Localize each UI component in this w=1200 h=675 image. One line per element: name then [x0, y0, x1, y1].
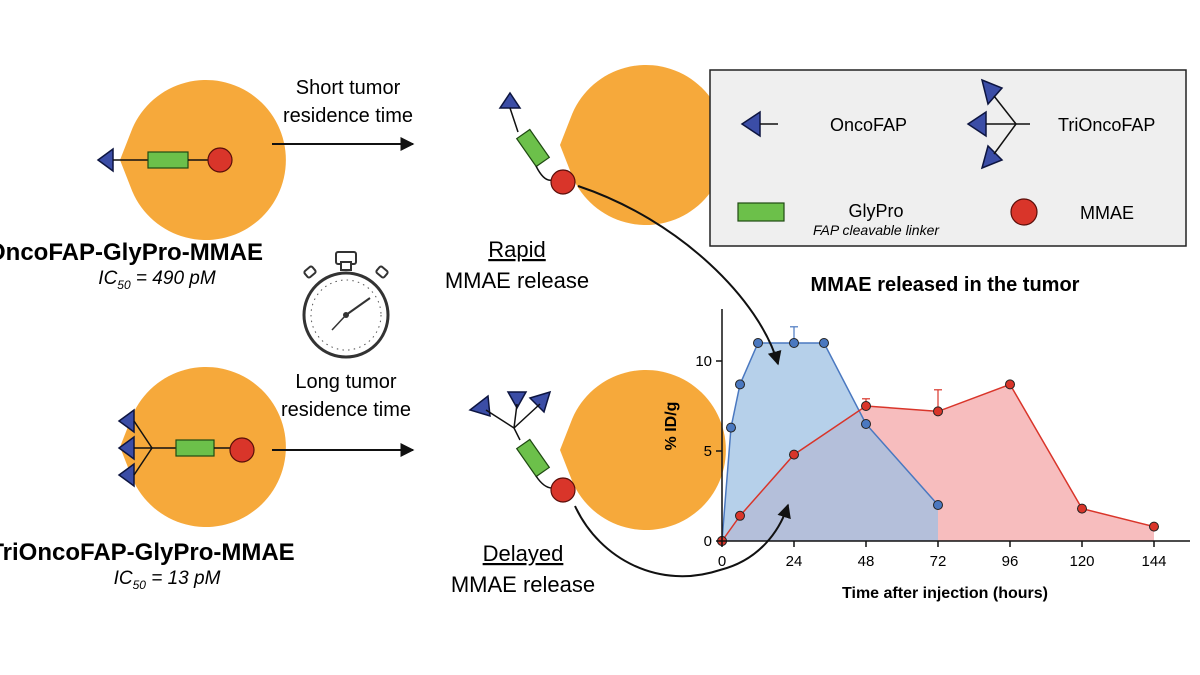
rapid-release-arrow: [577, 185, 782, 366]
x-tick-label: 0: [718, 553, 726, 570]
oncofap-icon: [506, 391, 528, 410]
fap-enzyme-trioncofap-bound: FAP: [68, 367, 286, 527]
oncofap-icon: [468, 394, 491, 418]
x-tick-label: 120: [1069, 553, 1094, 570]
data-point: [1077, 503, 1087, 514]
legend-glypro-label: GlyPro: [848, 201, 903, 221]
trioncofap-glypro-mmae-conjugate: [117, 408, 255, 488]
oncofap-icon: [528, 390, 552, 414]
top-release-keyword: Rapid: [488, 237, 545, 262]
fap-enzyme-rapid-release: FAP: [460, 65, 726, 225]
bottom-compound-ic50: IC50 = 13 pM: [114, 568, 221, 592]
data-point: [861, 419, 871, 429]
chart-y-axis-label: % ID/g: [663, 402, 680, 451]
stopwatch-icon: [302, 251, 390, 359]
data-point: [1149, 521, 1159, 532]
data-point: [753, 338, 763, 348]
top-arrow-label-line1: Short tumor: [296, 77, 401, 99]
data-point: [726, 422, 736, 433]
fap-label: FAP: [458, 444, 487, 461]
glypro-linker-icon: [515, 438, 551, 478]
mmae-icon: [207, 147, 233, 173]
mmae-icon: [229, 437, 255, 463]
top-compound-ic50: IC50 = 490 pM: [98, 268, 216, 292]
chart-x-axis-label: Time after injection (hours): [842, 585, 1048, 602]
mmae-icon: [1010, 198, 1038, 226]
glypro-linker-icon: [515, 128, 551, 168]
data-point: [861, 401, 871, 411]
y-tick-label: 0: [704, 533, 712, 550]
mmae-icon: [550, 169, 576, 195]
data-point: [1005, 379, 1015, 390]
oncofap-icon: [117, 462, 135, 488]
glypro-linker-icon: [737, 202, 785, 222]
data-point: [933, 500, 943, 510]
bottom-arrow-label-line1: Long tumor: [295, 371, 397, 393]
bottom-release-text: MMAE release: [451, 572, 595, 597]
legend-oncofap-label: OncoFAP: [830, 115, 907, 135]
x-tick-label: 24: [786, 553, 803, 570]
legend-mmae-label: MMAE: [1080, 203, 1134, 223]
data-point: [735, 510, 745, 521]
legend-glypro-note: FAP cleavable linker: [813, 222, 940, 238]
fap-enzyme-delayed-release: FAP: [458, 370, 726, 530]
mmae-icon: [550, 477, 576, 503]
x-tick-label: 72: [930, 553, 947, 570]
bottom-compound-name: TriOncoFAP-GlyPro-MMAE: [0, 539, 295, 566]
glypro-linker-icon: [175, 439, 215, 457]
x-tick-label: 96: [1002, 553, 1019, 570]
glypro-linker-icon: [147, 151, 189, 169]
y-tick-label: 5: [704, 443, 712, 460]
data-point: [933, 406, 943, 417]
bottom-arrow-label-line2: residence time: [281, 399, 411, 421]
fap-label: FAP: [68, 440, 97, 457]
mmae-release-chart: 0 24 48 72 96 120 144 0 5 10: [695, 309, 1190, 570]
legend-box: OncoFAP TriOncoFAP GlyPro FAP cleavable …: [709, 69, 1187, 247]
chart-title: MMAE released in the tumor: [811, 274, 1080, 296]
data-point: [789, 338, 799, 348]
x-tick-label: 144: [1141, 553, 1166, 570]
bond-line: [535, 165, 553, 181]
top-arrow-label-line2: residence time: [283, 105, 413, 127]
fap-enzyme-oncofap-bound: FAP: [80, 80, 286, 240]
data-point: [789, 449, 799, 460]
bond-line: [509, 107, 519, 133]
top-compound-name: OncoFAP-GlyPro-MMAE: [0, 239, 263, 266]
y-tick-label: 10: [695, 353, 712, 370]
legend-trioncofap-label: TriOncoFAP: [1058, 115, 1155, 135]
top-release-text: MMAE release: [445, 268, 589, 293]
oncofap-icon: [498, 91, 522, 109]
delayed-release-arrow: [574, 503, 791, 578]
x-tick-label: 48: [858, 553, 875, 570]
oncofap-icon: [980, 78, 1004, 106]
data-point: [819, 338, 829, 348]
oncofap-glypro-mmae-conjugate: [96, 147, 233, 173]
data-point: [735, 379, 745, 390]
bottom-release-keyword: Delayed: [483, 541, 564, 566]
oncofap-icon: [117, 408, 135, 434]
series-line-1: [721, 383, 1155, 542]
series-area-0: [722, 343, 938, 541]
fap-label: FAP: [460, 136, 489, 153]
